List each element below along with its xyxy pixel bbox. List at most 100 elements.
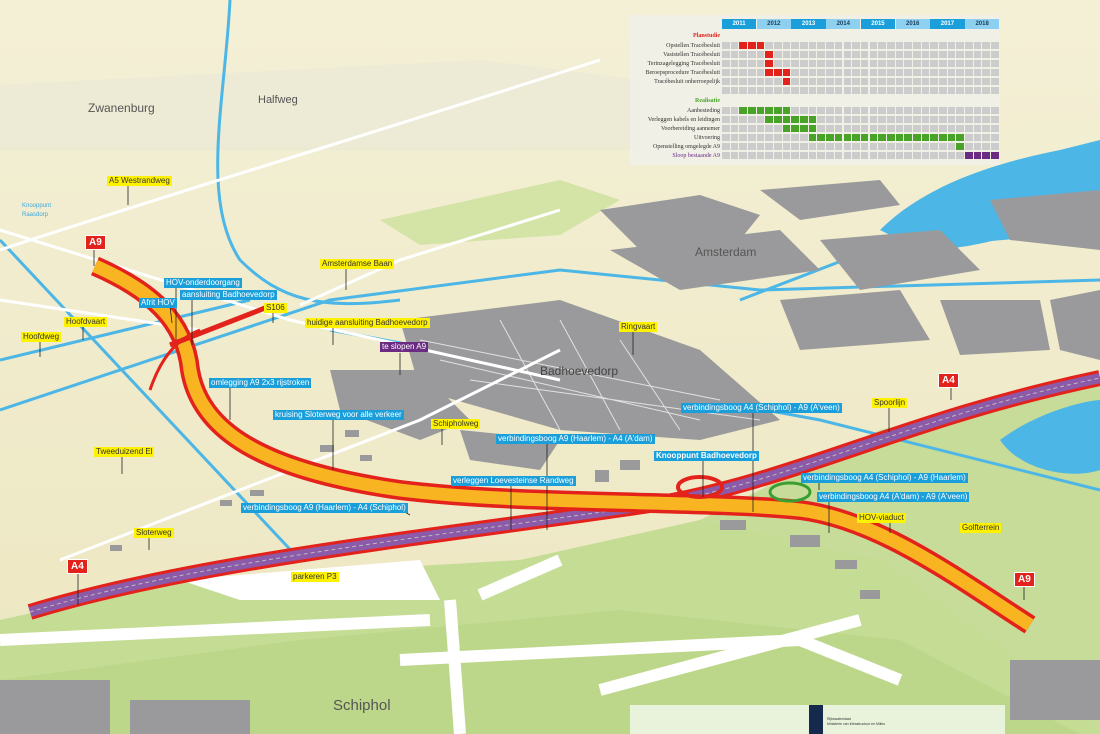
gantt-cell	[834, 107, 843, 115]
gantt-cell	[965, 116, 973, 124]
gantt-cell	[912, 87, 921, 95]
gantt-task-label: Terinzagelegging Tracébesluit	[647, 61, 720, 67]
gantt-cell	[947, 60, 956, 68]
gantt-cell	[982, 134, 990, 142]
gantt-cell	[982, 69, 990, 77]
gantt-cell	[739, 143, 747, 151]
gantt-cell	[939, 125, 947, 133]
gantt-bar-cell	[991, 152, 999, 160]
gantt-cell	[843, 69, 852, 77]
a9-shield: A9	[1014, 572, 1035, 587]
gantt-bar-cell	[965, 152, 973, 160]
gantt-cell	[834, 42, 843, 50]
gantt-cell	[826, 51, 834, 59]
gantt-cell	[939, 152, 947, 160]
gantt-cell	[947, 78, 956, 86]
gantt-cell	[800, 107, 808, 115]
gantt-cell	[947, 125, 956, 133]
gantt-cell	[878, 69, 886, 77]
gantt-task-label: Aanbesteding	[687, 108, 720, 114]
gantt-cell	[843, 143, 852, 151]
gantt-cell	[904, 42, 912, 50]
gantt-cell	[965, 69, 973, 77]
gantt-year: 2016	[895, 19, 930, 29]
gantt-cell	[991, 78, 999, 86]
gantt-cell	[860, 60, 869, 68]
gantt-task-label: Sloop bestaande A9	[672, 153, 720, 159]
gantt-cell	[748, 78, 756, 86]
gantt-cell	[956, 78, 964, 86]
gantt-cell	[826, 152, 834, 160]
gantt-cell	[765, 143, 773, 151]
gantt-bar-cell	[774, 69, 782, 77]
gantt-cell	[921, 125, 930, 133]
gantt-bar-cell	[782, 107, 791, 115]
gantt-cell	[921, 51, 930, 59]
gantt-cell	[791, 51, 800, 59]
gantt-bar-cell	[956, 143, 964, 151]
gantt-cell	[808, 78, 817, 86]
gantt-bar-cell	[800, 125, 808, 133]
gantt-cell	[895, 42, 904, 50]
a9-shield: A9	[85, 235, 106, 250]
gantt-year: 2017	[930, 19, 965, 29]
gantt-cell	[973, 87, 982, 95]
gantt-year: 2013	[791, 19, 826, 29]
gantt-cell	[808, 69, 817, 77]
gantt-cell	[722, 125, 730, 133]
gantt-cell	[912, 116, 921, 124]
gantt-cell	[921, 42, 930, 50]
gantt-cell	[860, 42, 869, 50]
place-halfweg: Halfweg	[258, 94, 298, 106]
gantt-cell	[869, 143, 878, 151]
gantt-cell	[826, 107, 834, 115]
gantt-cell	[886, 69, 895, 77]
gantt-cell	[921, 152, 930, 160]
gantt-cell	[791, 42, 800, 50]
gantt-cell	[817, 78, 826, 86]
gantt-bar-cell	[748, 42, 756, 50]
gantt-cell	[756, 152, 765, 160]
label-kruising-sloterweg: kruising Sloterweg voor alle verkeer	[273, 410, 404, 420]
gantt-cell	[956, 116, 964, 124]
gantt-cell	[800, 134, 808, 142]
gantt-cell	[843, 51, 852, 59]
gantt-cell	[800, 143, 808, 151]
gantt-cell	[956, 42, 964, 50]
gantt-cell	[878, 60, 886, 68]
gantt-bar-cell	[748, 107, 756, 115]
footer-logo-bar: Rijkswaterstaat Ministerie van Infrastru…	[630, 705, 1005, 734]
gantt-cell	[826, 87, 834, 95]
gantt-cell	[939, 87, 947, 95]
gantt-cell	[748, 125, 756, 133]
gantt-cell	[930, 78, 938, 86]
gantt-cell	[982, 116, 990, 124]
gantt-cell	[860, 125, 869, 133]
gantt-cell	[904, 87, 912, 95]
gantt-cell	[956, 60, 964, 68]
gantt-bar-cell	[869, 134, 878, 142]
gantt-cell	[921, 87, 930, 95]
gantt-task-label: Vaststellen Tracébesluit	[663, 52, 720, 58]
gantt-cell	[774, 125, 782, 133]
gantt-cell	[765, 87, 773, 95]
gantt-cell	[904, 116, 912, 124]
gantt-cell	[886, 51, 895, 59]
gantt-cell	[912, 60, 921, 68]
gantt-cell	[947, 69, 956, 77]
label-hoofdvaart: Hoofdvaart	[64, 317, 108, 327]
gantt-bar-cell	[912, 134, 921, 142]
gantt-cell	[878, 51, 886, 59]
gantt-cell	[782, 152, 791, 160]
green-field	[380, 180, 620, 245]
gantt-bar-cell	[973, 152, 982, 160]
gantt-cell	[808, 152, 817, 160]
label-parkeren-p3: parkeren P3	[291, 572, 339, 582]
a4-shield: A4	[938, 373, 959, 388]
gantt-cell	[973, 78, 982, 86]
label-hov-viaduct: HOV-viaduct	[857, 513, 906, 523]
gantt-bar-cell	[834, 134, 843, 142]
gantt-cell	[782, 87, 791, 95]
gantt-cell	[886, 116, 895, 124]
gantt-cell	[730, 134, 739, 142]
